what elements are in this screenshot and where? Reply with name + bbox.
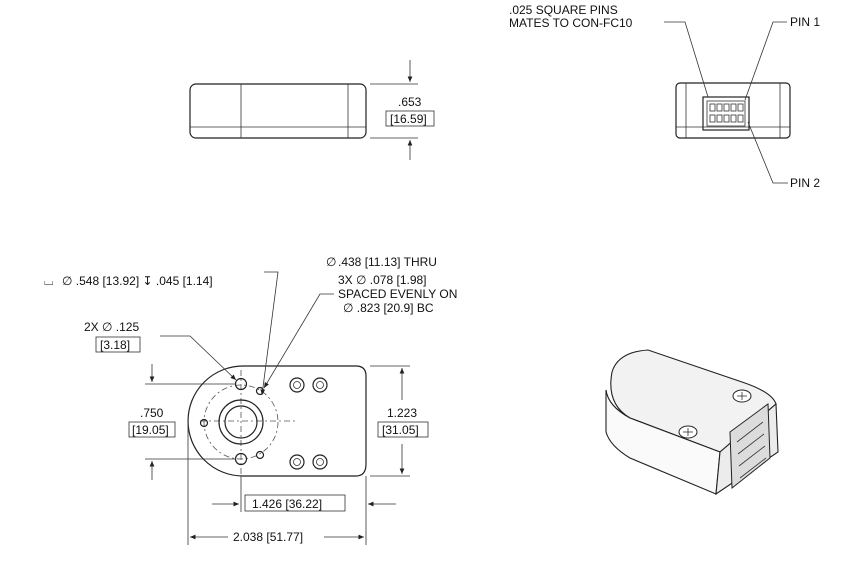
side-height-in: .653: [398, 95, 422, 109]
boss: [289, 377, 305, 393]
side-height-mm: [16.59]: [390, 112, 427, 126]
iso-connector-icon: [729, 403, 771, 490]
boss: [312, 377, 328, 393]
dim-750-mm: [19.05]: [132, 423, 169, 437]
boss: [312, 454, 328, 470]
top-view: ∅ .438 [11.13] THRU ⌴ ∅ .548 [13.92] ↧ .…: [44, 255, 457, 545]
counterbore: [218, 399, 264, 445]
holes3x-line2: SPACED EVENLY ON: [338, 287, 457, 301]
side-view-body: [189, 83, 367, 139]
end-view: .025 SQUARE PINS MATES TO CON-FC10 PIN 1…: [509, 3, 820, 190]
connector-icon: [702, 96, 750, 131]
top-view-body: [187, 365, 367, 477]
pins-note-line2: MATES TO CON-FC10: [509, 16, 633, 30]
dim-1223-mm: [31.05]: [382, 423, 419, 437]
dim-2038: 2.038 [51.77]: [233, 530, 303, 544]
holes2x-line1: 2X ∅ .125: [84, 320, 139, 334]
dim-750-mm-box: [128, 421, 176, 438]
end-view-body: [675, 82, 791, 139]
holes2x-mm-box: [95, 336, 141, 353]
boss: [289, 454, 305, 470]
counterbore-symbol: ⌴: [44, 274, 54, 288]
pin2-leader: [747, 121, 788, 184]
pin2-label: PIN 2: [790, 176, 820, 190]
dim-1223-in: 1.223: [387, 406, 417, 420]
center-bore: [224, 405, 258, 439]
pins-note-line1: .025 SQUARE PINS: [509, 3, 618, 17]
dim-1223-mm-box: [377, 421, 429, 438]
bore-diameter-symbol: ∅: [326, 255, 336, 269]
bolt-circle: [203, 384, 279, 460]
holes2x-line2: [3.18]: [100, 338, 130, 352]
bore-leader: [260, 271, 279, 396]
pins-leader: [664, 21, 709, 98]
iso-top-face: [610, 349, 777, 453]
side-height-mm-box: [385, 110, 435, 127]
bore-callout: .438 [11.13] THRU: [338, 255, 437, 269]
dim-750-in: .750: [140, 406, 164, 420]
pin1-leader: [744, 21, 787, 101]
dim-1426-box: [244, 494, 346, 512]
side-view: .653 [16.59]: [189, 60, 435, 160]
holes2x-leader: [160, 335, 237, 381]
pin1-label: PIN 1: [790, 15, 820, 29]
holes3x-leader: [263, 293, 334, 389]
holes3x-line3: ∅ .823 [20.9] BC: [343, 301, 434, 315]
screw-head-icon: [732, 389, 752, 403]
bc-hole: [255, 450, 265, 460]
dim-1426: 1.426 [36.22]: [252, 497, 322, 511]
screw-head-icon: [678, 425, 698, 439]
bc-hole: [199, 418, 209, 428]
isometric-view: [605, 349, 779, 496]
holes3x-line1: 3X ∅ .078 [1.98]: [338, 273, 427, 287]
counterbore-callout: ∅ .548 [13.92] ↧ .045 [1.14]: [62, 274, 213, 288]
